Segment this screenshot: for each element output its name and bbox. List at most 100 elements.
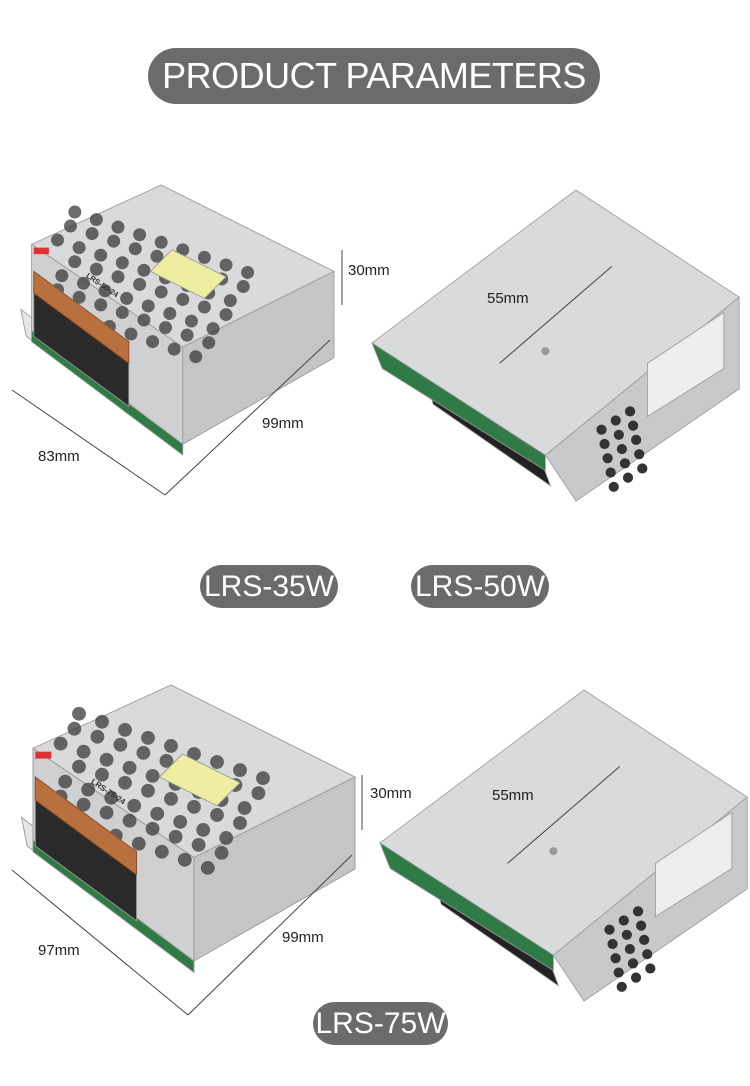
vent-hole [197,300,211,314]
length-label-1: 99mm [262,415,304,432]
vent-hole [111,270,125,284]
transformer [149,249,227,299]
vent-hole [630,972,642,983]
spec-label [654,811,733,918]
vent-hole [104,790,119,805]
front-view-power-supply: LRS-75-24 [20,684,357,974]
length-dimension-line [187,854,353,1016]
terminal-cover [34,776,137,876]
vent-hole [154,235,168,249]
vent-hole [67,721,82,736]
vent-hole [214,846,229,860]
vent-hole [145,768,160,783]
vent-hole [237,801,252,815]
vent-hole [68,205,82,219]
pcb-board [379,841,554,972]
vent-hole [137,313,151,327]
model-badge-lrs-35w: LRS-35W [200,565,338,608]
vent-hole [89,262,103,276]
vent-hole [219,831,234,845]
depth-dimension-line [507,766,621,864]
vent-hole [189,350,203,364]
vent-hole [168,829,183,844]
brand-logo [33,247,49,255]
width-label-1: 83mm [38,448,80,465]
vent-hole [118,722,132,737]
vent-hole [210,808,224,822]
vent-hole [68,255,82,269]
vent-hole [645,963,656,974]
vent-hole [76,744,91,759]
vent-hole [187,800,201,814]
length-label-2: 99mm [282,929,324,946]
vent-hole [202,336,216,350]
vent-hole [99,752,114,767]
vent-hole [210,755,224,769]
vent-hole [94,248,108,262]
vent-hole [118,775,132,790]
vent-hole [187,747,201,761]
vent-hole [99,805,114,820]
screw-icon [541,347,550,356]
vent-hole [131,836,146,851]
vent-hole [191,837,206,852]
vent-hole [72,759,86,774]
vent-hole [180,328,194,342]
vent-hole [122,760,137,775]
transformer [158,753,241,807]
vent-hole [618,915,629,926]
vent-hole [628,420,639,431]
vent-hole [602,453,613,464]
brand-logo [35,751,52,759]
vent-hole [141,299,155,313]
vent-hole [607,938,618,950]
vent-hole [624,406,636,417]
vent-hole [136,745,151,760]
vent-hole [124,327,138,341]
vent-hole [223,294,237,308]
vent-hole [599,438,610,450]
vent-hole [236,280,250,293]
vent-hole [150,249,164,263]
vent-hole [72,706,86,721]
vent-hole [150,806,165,821]
vent-hole [256,771,270,786]
vent-hole [115,305,129,319]
vent-hole [596,424,607,435]
vent-hole [177,852,192,867]
side-panel [182,270,335,445]
vent-hole [632,906,644,917]
vent-hole [636,920,647,931]
vent-hole [58,774,73,789]
height-label-1: 30mm [348,262,390,279]
vent-hole [115,256,129,270]
vent-hole [622,472,634,483]
vent-hole [639,934,650,945]
vent-hole [251,786,266,800]
vent-hole [145,821,160,836]
vent-hole [610,415,621,426]
vent-hole [137,263,151,277]
vent-hole [146,335,160,349]
back-view-power-supply [379,689,748,1002]
vent-hole [173,814,188,829]
vent-hole [72,241,86,255]
vent-hole [81,782,96,797]
vent-hole [128,242,142,256]
model-badge-lrs-50w: LRS-50W [411,565,549,608]
vent-hole [624,943,635,955]
vent-hole [127,798,142,813]
vent-hole [113,737,128,752]
vent-hole [233,816,247,830]
vent-hole [637,463,648,474]
vent-hole [613,429,624,440]
pcb-board [371,341,546,472]
vent-hole [95,767,109,782]
vent-hole [154,285,168,299]
vent-hole [164,739,178,753]
width-dimension-line [11,389,166,496]
vent-hole [610,953,621,964]
vent-hole [219,308,233,322]
back-view-power-supply [371,189,740,502]
